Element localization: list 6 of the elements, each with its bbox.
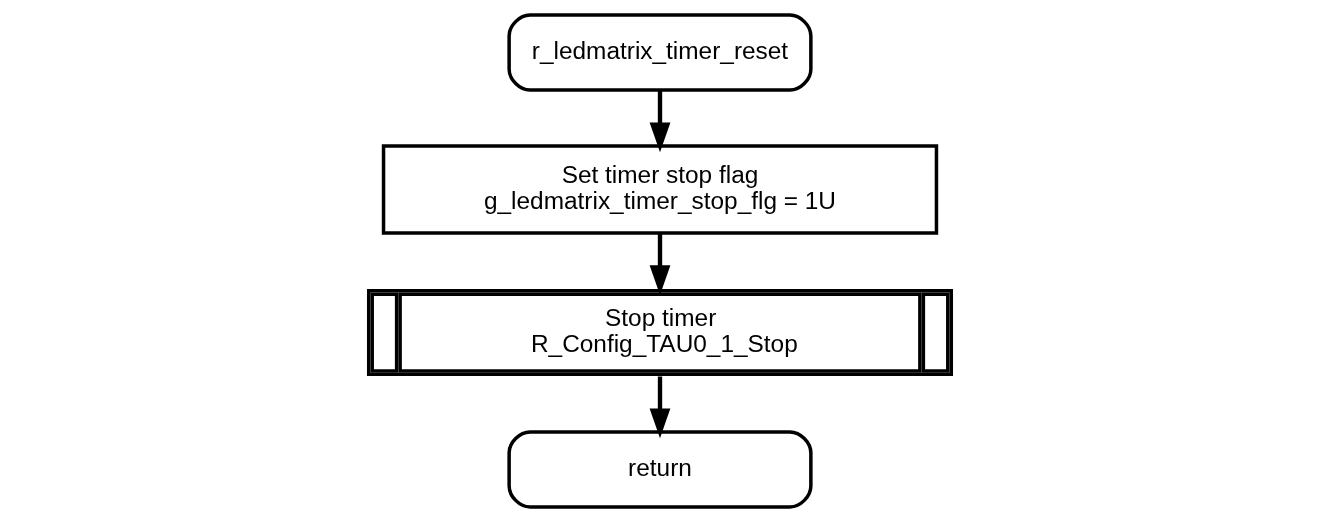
arrow (649, 90, 670, 153)
node-box: Set timer stop flag g_ledmatrix_timer_stop_flg = 1U (381, 144, 938, 235)
arrow (649, 376, 670, 439)
arrow (649, 233, 670, 296)
node-box: r_ledmatrix_timer_reset (506, 13, 813, 92)
node-box: return (506, 430, 813, 509)
